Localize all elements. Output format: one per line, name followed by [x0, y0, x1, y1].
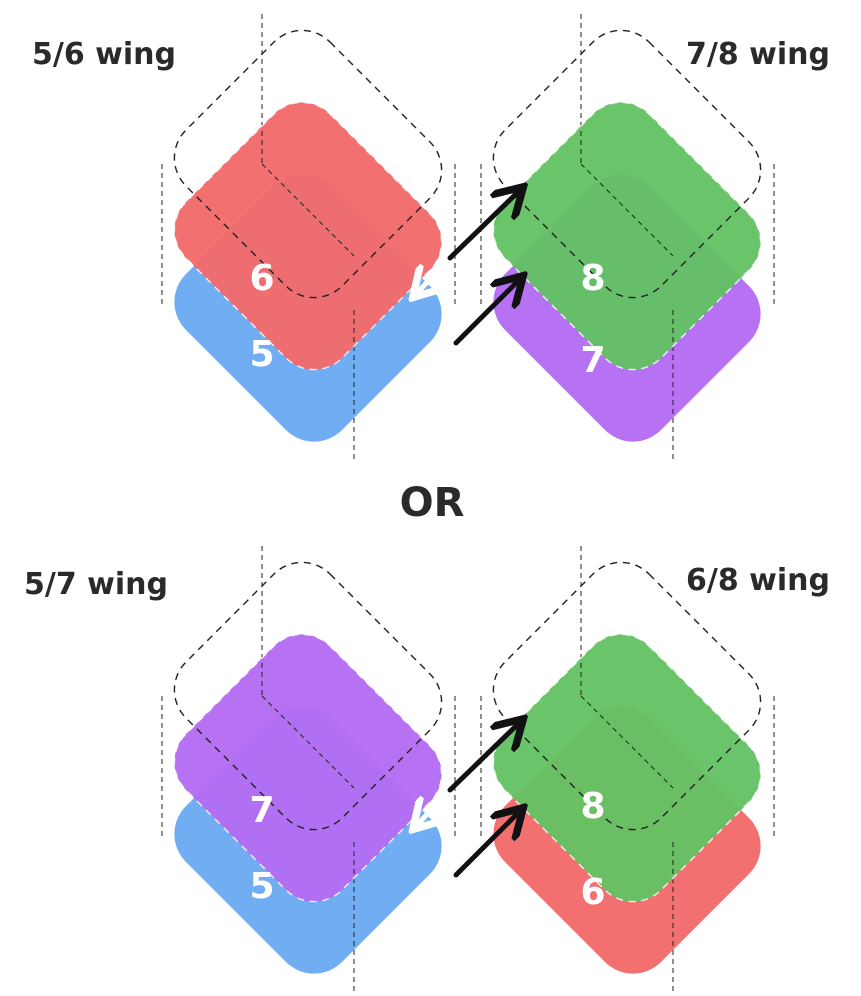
top-right-front-label: 8 [580, 258, 605, 299]
bottom-right-front-block [493, 634, 761, 902]
top-right-wireframe [480, 14, 775, 460]
top-right-inner-wireframe [492, 101, 762, 371]
bottom-right-front-label: 8 [580, 786, 605, 827]
bottom-left-inner-wireframe [173, 633, 443, 903]
bottom-left-wireframe [161, 546, 456, 992]
bottom-lower-arrow-in [418, 876, 455, 911]
top-left-back-label: 5 [249, 334, 274, 375]
top-right-title: 7/8 wing [686, 37, 830, 72]
bottom-left-stack: 7 5 [161, 546, 456, 992]
top-right-front-block [493, 102, 761, 370]
top-left-stack: 6 5 [161, 14, 456, 460]
top-left-inner-wireframe [173, 101, 443, 371]
bottom-left-back-label: 5 [249, 866, 274, 907]
bottom-upper-arrow-in [418, 791, 449, 824]
bottom-right-inner-wireframe [492, 633, 762, 903]
or-separator: OR [400, 480, 465, 526]
top-left-front-block [174, 102, 442, 370]
top-lower-arrow-in [418, 344, 455, 379]
top-right-stack: 8 7 [480, 14, 775, 460]
top-lower-arrow-out [453, 281, 518, 346]
bottom-right-wireframe [480, 546, 775, 992]
top-group: 6 5 8 7 [32, 14, 830, 460]
bottom-left-front-label: 7 [249, 790, 274, 831]
top-arrows [418, 192, 518, 379]
bottom-arrows [418, 724, 518, 911]
top-upper-arrow-out [447, 192, 518, 261]
bottom-right-back-label: 6 [580, 872, 605, 913]
bottom-right-title: 6/8 wing [686, 563, 830, 598]
bottom-right-stack: 8 6 [480, 546, 775, 992]
bottom-upper-arrow-out [447, 724, 518, 793]
top-upper-arrow-in [418, 259, 449, 292]
bottom-group: 7 5 8 6 [24, 546, 830, 992]
top-right-back-label: 7 [580, 340, 605, 381]
top-left-front-label: 6 [249, 258, 274, 299]
top-left-title: 5/6 wing [32, 37, 176, 72]
top-left-wireframe [161, 14, 456, 460]
bottom-left-title: 5/7 wing [24, 567, 168, 602]
bottom-left-front-block [174, 634, 442, 902]
bottom-lower-arrow-out [453, 813, 518, 878]
